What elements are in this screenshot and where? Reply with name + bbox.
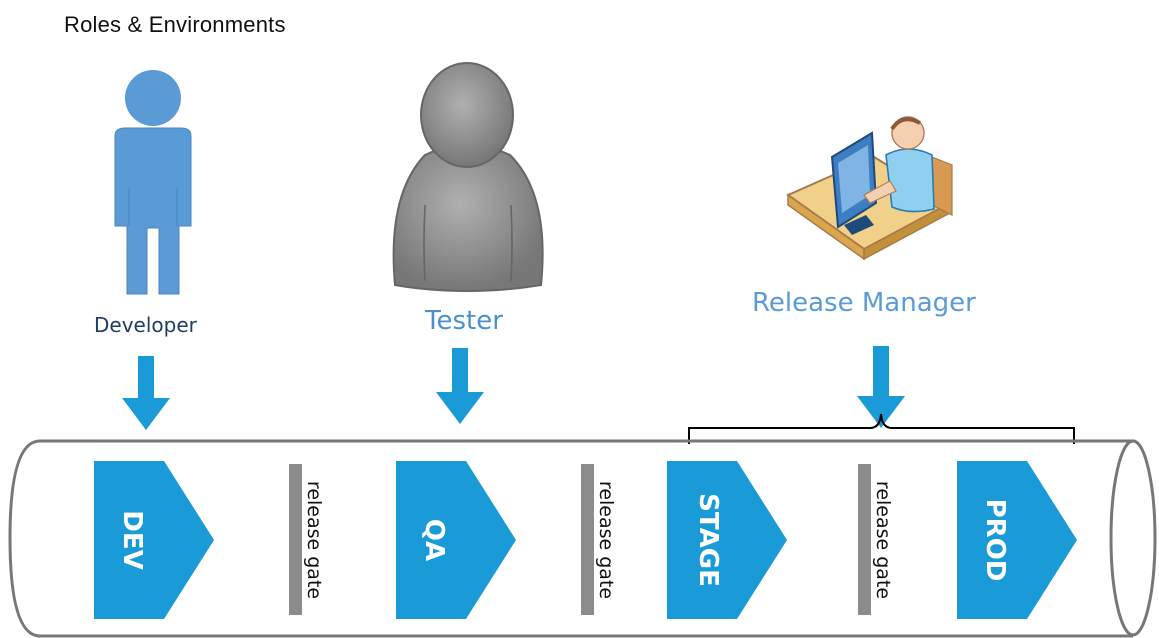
release-manager-icon	[785, 116, 953, 261]
stage-stage-chevron	[667, 461, 787, 619]
bracket-icon	[688, 413, 1075, 444]
release-gate-label-2: release gate	[595, 481, 617, 599]
stage-qa-chevron	[396, 461, 516, 619]
developer-label: Developer	[94, 313, 197, 337]
stage-qa-label: QA	[419, 519, 449, 561]
stage-stage-label: STAGE	[693, 493, 723, 587]
release-gate-bar-2	[581, 464, 594, 615]
stage-dev-chevron	[94, 461, 214, 619]
release-gate-bar-3	[858, 464, 871, 615]
stage-prod-label: PROD	[980, 499, 1010, 582]
pipeline-right-end	[1109, 439, 1157, 637]
tester-label: Tester	[425, 306, 503, 336]
stage-dev-label: DEV	[117, 510, 147, 569]
tester-arrow-icon	[436, 348, 484, 424]
release-manager-label: Release Manager	[752, 288, 976, 318]
developer-icon	[114, 70, 192, 295]
page-title: Roles & Environments	[64, 12, 286, 37]
pipeline-tube	[40, 439, 1133, 638]
tester-icon	[392, 62, 544, 293]
release-gate-label-1: release gate	[303, 481, 325, 599]
developer-arrow-icon	[122, 356, 170, 430]
stage-prod-chevron	[957, 461, 1077, 619]
pipeline-left-end	[8, 439, 41, 638]
release-manager-arrow-icon	[857, 346, 905, 428]
release-gate-bar-1	[289, 464, 302, 615]
release-gate-label-3: release gate	[872, 481, 894, 599]
